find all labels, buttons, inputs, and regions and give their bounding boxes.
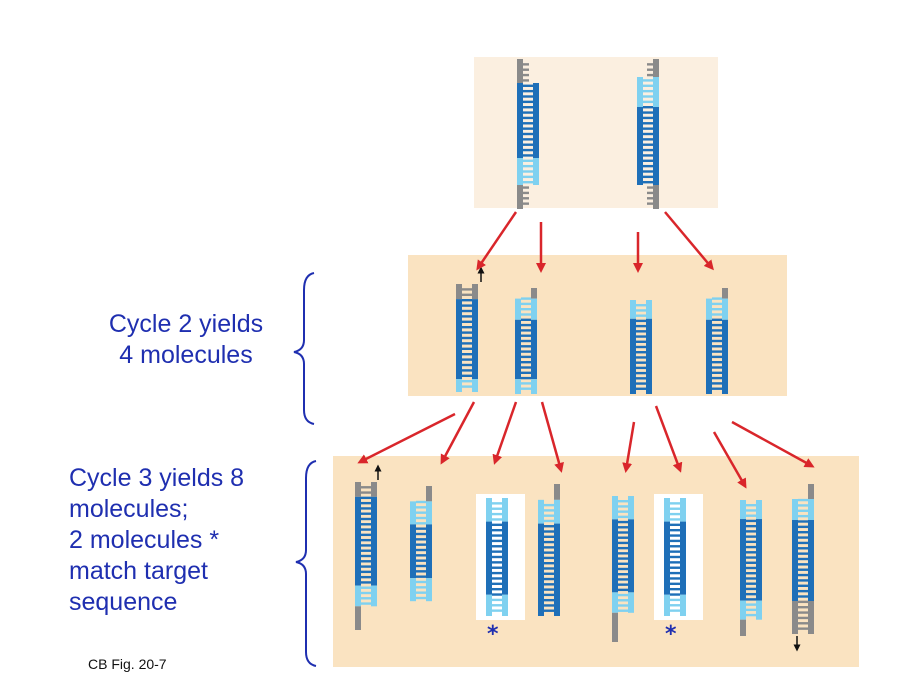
cycle1-molecule-2 (637, 59, 659, 209)
cycle2-label-line-2: 4 molecules (119, 341, 253, 369)
cycle2-label: Cycle 2 yields 4 molecules (96, 309, 276, 371)
cycle3-molecule-4 (538, 484, 560, 616)
arrow-c2-4 (540, 401, 564, 473)
arrow-c2-3 (492, 401, 518, 465)
arrow-c2-8 (731, 420, 815, 468)
cycle2-label-line-1: Cycle 2 yields (108, 310, 264, 338)
cycle3-label: Cycle 3 yields 8 molecules; 2 molecules … (69, 463, 244, 618)
cycle3-label-line-3: 2 molecules * (69, 526, 220, 554)
cycle3-label-line-5: sequence (69, 588, 178, 616)
figure-caption: CB Fig. 20-7 (88, 656, 167, 672)
arrow-c2-6 (654, 405, 683, 473)
arrow-c1-4 (664, 211, 714, 271)
cycle3-molecule-2 (410, 486, 432, 602)
cycle2-molecule-2 (515, 288, 537, 394)
cycle2-molecule-3 (630, 300, 652, 394)
cycle3-molecule-6 (664, 498, 686, 616)
cycle3-label-line-4: match target (69, 557, 208, 585)
cycle3-brace (295, 460, 317, 667)
cycle3-molecule-5 (612, 496, 634, 642)
cycle2-molecule-1 (456, 266, 485, 392)
arrow-c2-1 (357, 412, 456, 464)
arrow-c2-2 (440, 401, 476, 465)
cycle1-molecule-1 (517, 59, 539, 209)
cycle3-label-line-1: Cycle 3 yields 8 (69, 464, 245, 492)
arrow-c2-7 (712, 431, 747, 489)
cycle3-molecule-8 (792, 484, 814, 652)
target-asterisk-1: * (487, 622, 499, 647)
arrow-c1-1 (476, 211, 518, 271)
target-asterisk-2: * (665, 622, 677, 647)
cycle1-panel (474, 57, 718, 208)
cycle3-label-line-2: molecules; (69, 495, 189, 523)
arrow-c2-5 (622, 421, 636, 473)
cycle3-molecule-7 (740, 500, 762, 636)
cycle3-molecule-1 (355, 464, 382, 630)
cycle2-molecule-4 (706, 288, 728, 394)
cycle2-brace (293, 272, 315, 425)
cycle3-molecule-3 (486, 498, 508, 616)
